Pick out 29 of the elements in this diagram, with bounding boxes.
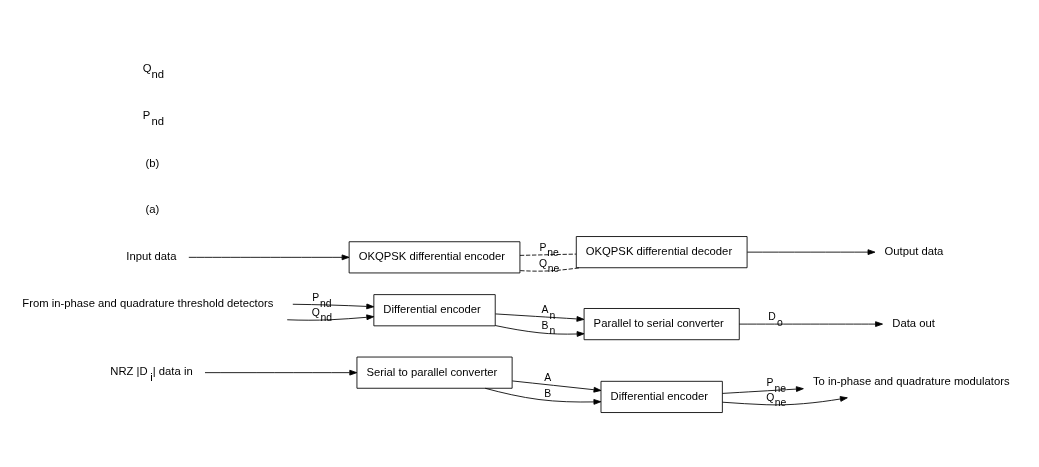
node-box: Serial to parallel converter [356, 356, 513, 389]
edge-label: B [544, 387, 552, 399]
arrow [494, 325, 585, 337]
arrow [722, 386, 804, 394]
node-text: To in-phase and quadrature modulators [812, 375, 1010, 388]
connector [519, 253, 577, 256]
node-box: Differential encoder [373, 294, 496, 327]
connector [519, 267, 581, 272]
node-box: Parallel to serial converter [583, 308, 740, 341]
label: (b) [145, 156, 160, 169]
arrow [484, 387, 602, 405]
node-text: From in-phase and quadrature threshold detectors [22, 297, 274, 310]
node-box: OKQPSK differential encoder [348, 241, 521, 274]
arrow [722, 396, 848, 406]
edge-label: A [544, 371, 552, 383]
arrow [204, 369, 358, 376]
arrow [292, 303, 375, 310]
node-text: Input data [126, 250, 177, 263]
node-text: Output data [884, 245, 944, 258]
arrow [511, 380, 602, 393]
node-text: Data out [892, 317, 935, 330]
node-box: OKQPSK differential decoder [575, 236, 748, 269]
arrow [188, 254, 350, 261]
arrow [495, 313, 585, 322]
arrow [746, 249, 876, 255]
arrow [286, 314, 375, 321]
node-box: Differential encoder [600, 380, 723, 413]
arrow [738, 321, 883, 327]
label: (a) [145, 203, 160, 216]
